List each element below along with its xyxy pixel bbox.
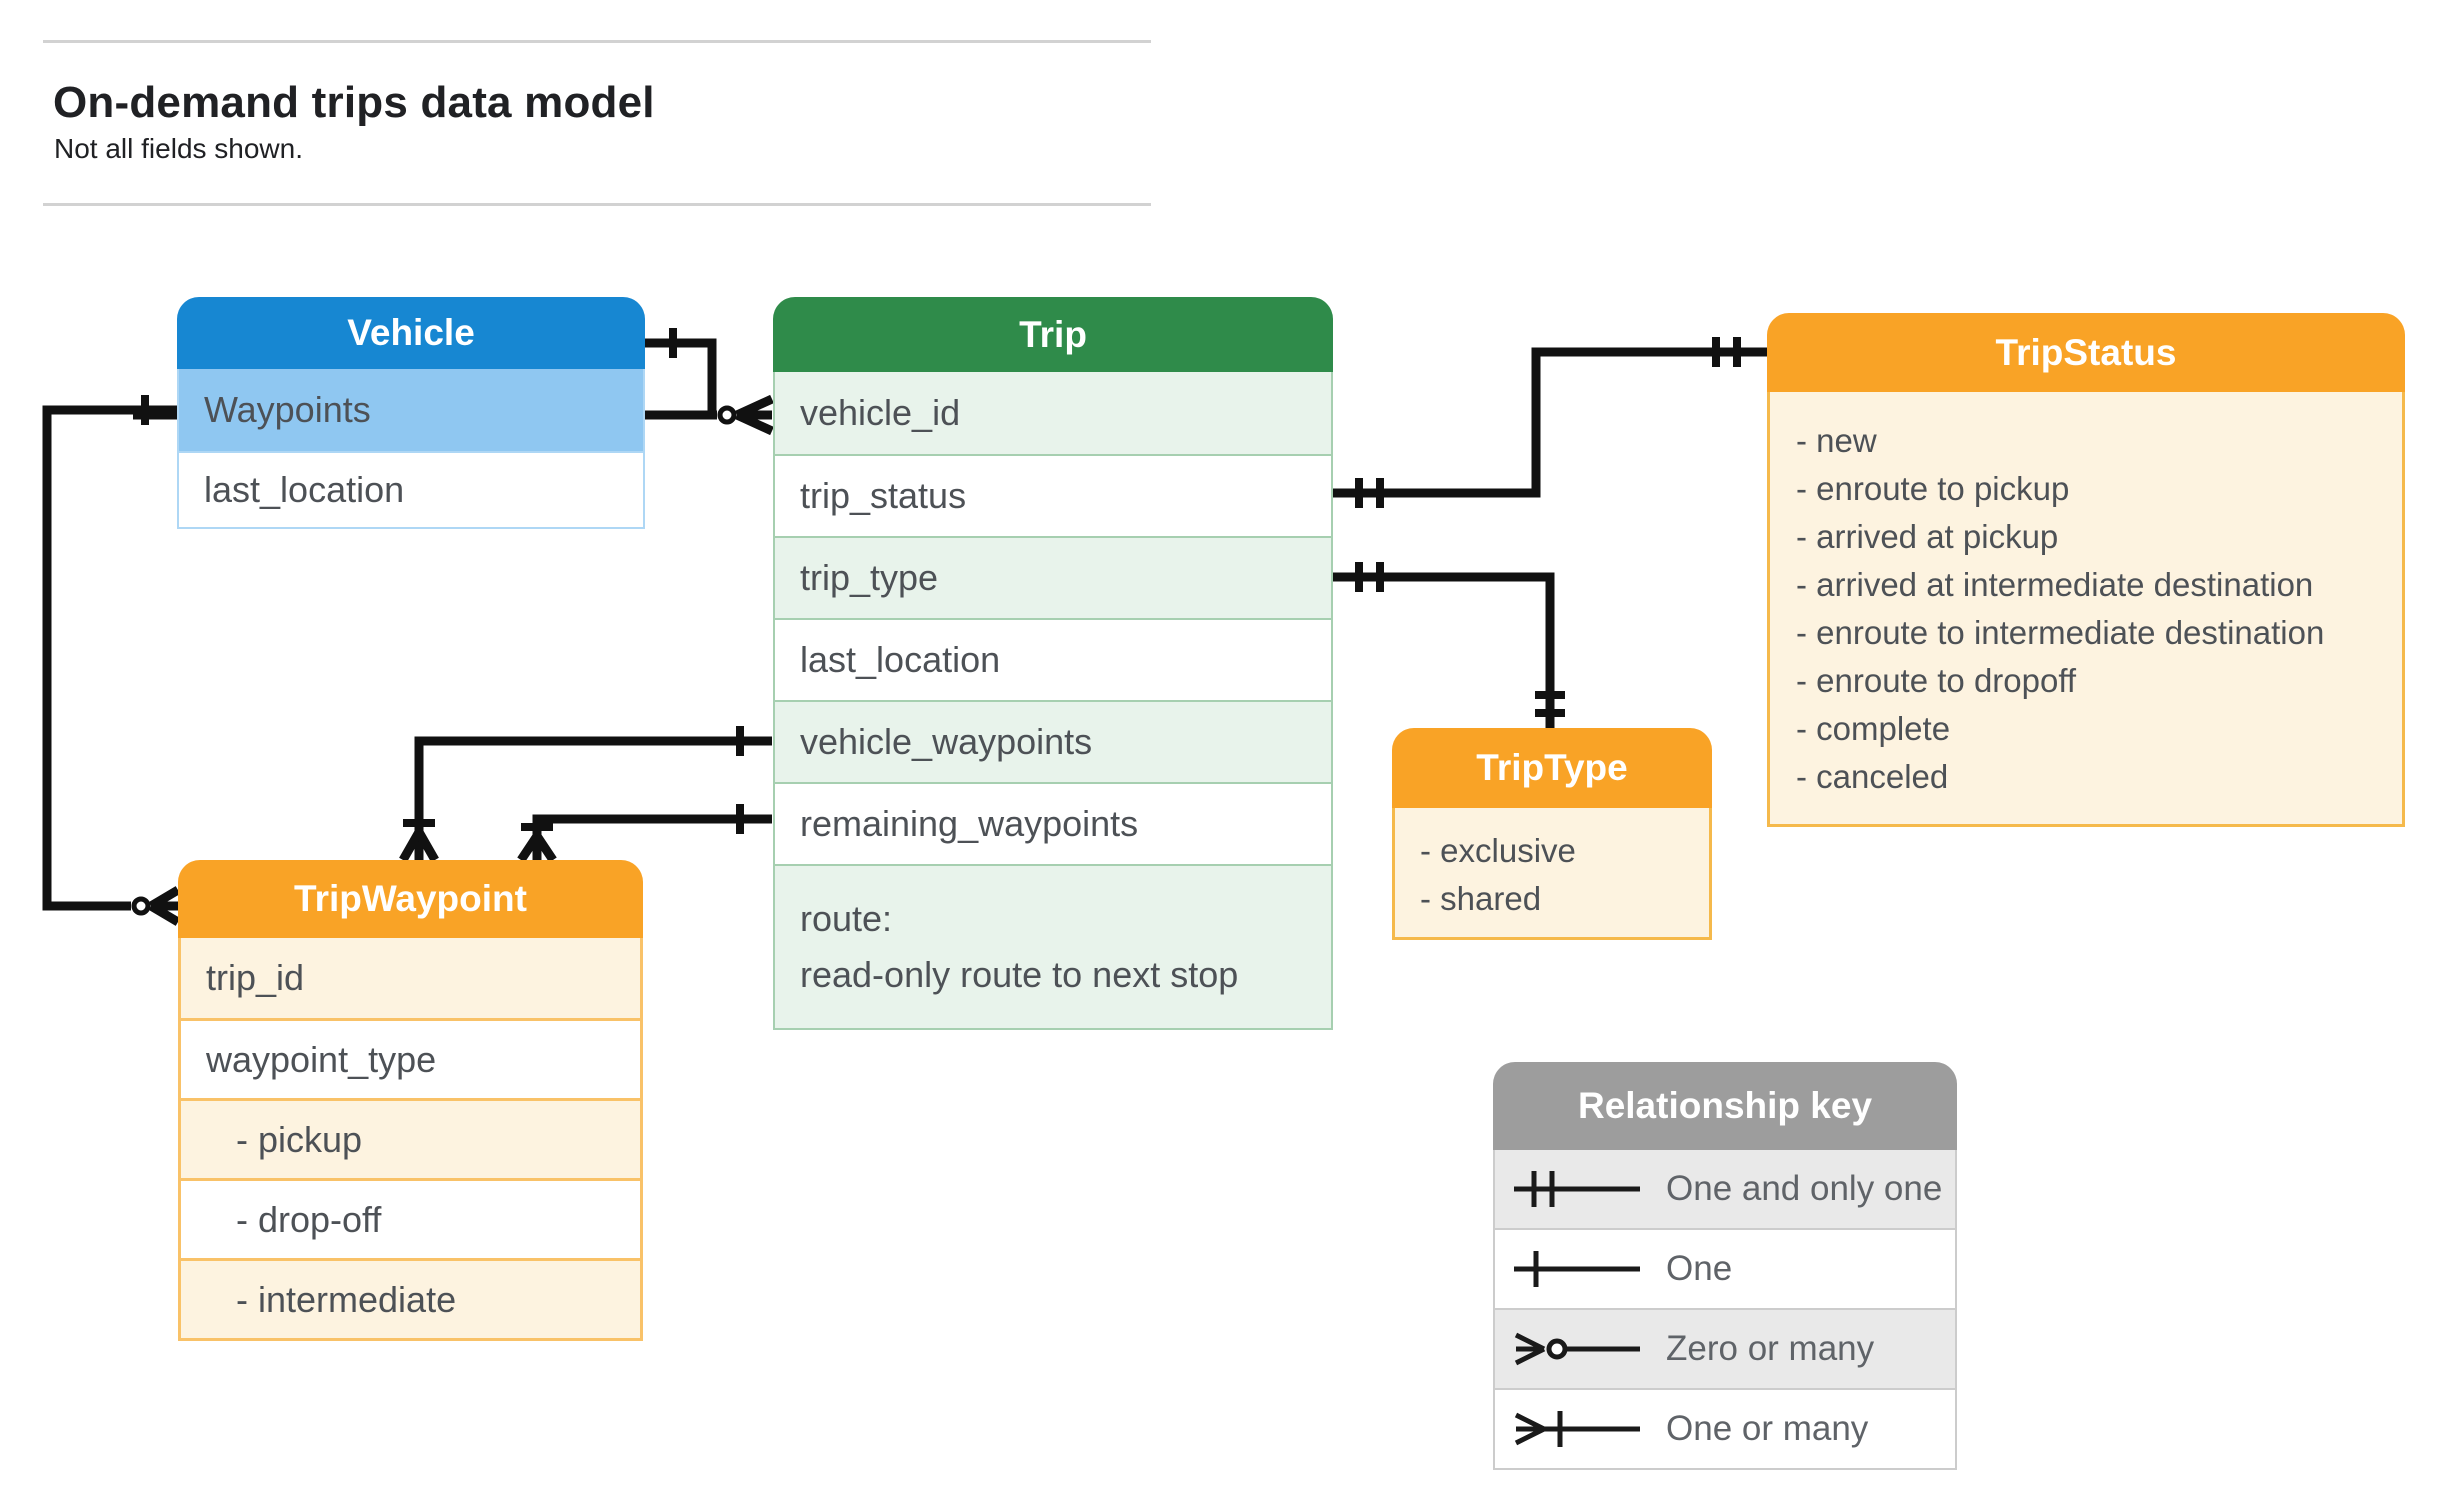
field-waypoint-type: waypoint_type	[181, 1018, 640, 1098]
page-subtitle: Not all fields shown.	[54, 133, 304, 164]
key-label: One and only one	[1666, 1169, 1943, 1208]
enum-pickup: - pickup	[181, 1098, 640, 1178]
key-row-one-or-many: One or many	[1495, 1388, 1955, 1468]
entity-trip-body: vehicle_id trip_status trip_type last_lo…	[773, 372, 1333, 1030]
enum-arrived-at-pickup: - arrived at pickup	[1796, 518, 2059, 555]
enum-new: - new	[1796, 422, 1877, 459]
entity-tripwaypoint: TripWaypoint trip_id waypoint_type - pic…	[178, 860, 643, 1341]
key-label: One or many	[1666, 1409, 1869, 1448]
key-row-zero-or-many: Zero or many	[1495, 1308, 1955, 1388]
page-title: On-demand trips data model	[53, 78, 655, 127]
entity-vehicle-body: Waypoints last_location	[177, 369, 645, 529]
one-icon	[1514, 1251, 1640, 1287]
connector-vehicle-waypoints-to-tripwaypoint	[42, 395, 181, 926]
connector-vehicle-waypoints-field	[399, 726, 772, 863]
relationship-key: Relationship key One and only one One Ze…	[1493, 1062, 1957, 1470]
entity-tripstatus: TripStatus - new - enroute to pickup - a…	[1767, 313, 2405, 827]
relationship-key-body: One and only one One Zero or many One or…	[1493, 1150, 1957, 1470]
enum-shared: - shared	[1420, 880, 1542, 917]
entity-tripstatus-header: TripStatus	[1767, 313, 2405, 392]
field-remaining-waypoints: remaining_waypoints	[775, 782, 1331, 864]
connector-tripstatus	[1333, 337, 1767, 508]
field-trip-id: trip_id	[181, 938, 640, 1018]
one-or-many-icon	[1514, 1411, 1640, 1447]
enum-complete: - complete	[1796, 710, 1951, 747]
zero-or-many-icon	[1514, 1332, 1640, 1366]
title-bottom-divider	[43, 203, 1151, 206]
field-last-location: last_location	[775, 618, 1331, 700]
key-row-one: One	[1495, 1228, 1955, 1308]
field-trip-type: trip_type	[775, 536, 1331, 618]
relationship-key-header: Relationship key	[1493, 1062, 1957, 1150]
key-label: One	[1666, 1249, 1733, 1288]
field-waypoints: Waypoints	[179, 369, 643, 451]
top-divider	[43, 40, 1151, 43]
enum-drop-off: - drop-off	[181, 1178, 640, 1258]
field-vehicle-waypoints: vehicle_waypoints	[775, 700, 1331, 782]
entity-tripwaypoint-header: TripWaypoint	[178, 860, 643, 938]
key-row-one-and-only-one: One and only one	[1495, 1150, 1955, 1228]
enum-intermediate: - intermediate	[181, 1258, 640, 1338]
enum-exclusive: - exclusive	[1420, 832, 1576, 869]
field-vehicle-id: vehicle_id	[775, 372, 1331, 454]
connector-remaining-waypoints-field	[517, 804, 772, 863]
entity-trip-header: Trip	[773, 297, 1333, 372]
enum-enroute-to-intermediate-destination: - enroute to intermediate destination	[1796, 614, 2325, 651]
entity-tripstatus-body: - new - enroute to pickup - arrived at p…	[1767, 392, 2405, 827]
entity-triptype-header: TripType	[1392, 728, 1712, 808]
entity-vehicle: Vehicle Waypoints last_location	[177, 297, 645, 529]
key-label: Zero or many	[1666, 1329, 1875, 1368]
enum-enroute-to-dropoff: - enroute to dropoff	[1796, 662, 2077, 699]
one-and-only-one-icon	[1514, 1171, 1640, 1207]
field-route-label: route:	[800, 898, 893, 939]
connector-triptype	[1333, 562, 1565, 728]
entity-vehicle-header: Vehicle	[177, 297, 645, 369]
entity-tripwaypoint-body: trip_id waypoint_type - pickup - drop-of…	[178, 938, 643, 1341]
enum-arrived-at-intermediate-destination: - arrived at intermediate destination	[1796, 566, 2314, 603]
entity-triptype: TripType - exclusive - shared	[1392, 728, 1712, 940]
field-route-sublabel: read-only route to next stop	[800, 954, 1239, 995]
entity-triptype-body: - exclusive - shared	[1392, 808, 1712, 940]
enum-enroute-to-pickup: - enroute to pickup	[1796, 470, 2070, 507]
enum-canceled: - canceled	[1796, 758, 1949, 795]
entity-trip: Trip vehicle_id trip_status trip_type la…	[773, 297, 1333, 1030]
field-trip-status: trip_status	[775, 454, 1331, 536]
field-last-location: last_location	[179, 451, 643, 527]
field-route: route: read-only route to next stop	[775, 864, 1331, 1028]
